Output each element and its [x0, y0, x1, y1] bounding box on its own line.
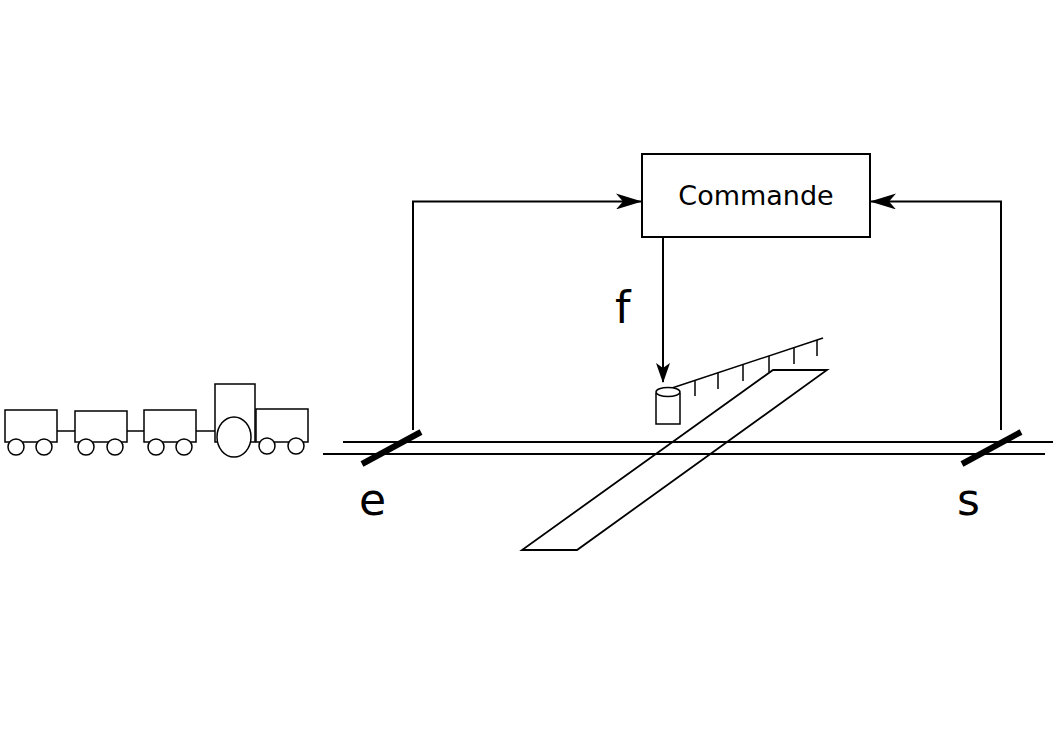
- sensor-marks: [362, 432, 1021, 464]
- signal-name: f: [615, 286, 631, 330]
- control-box: Commande: [641, 153, 871, 238]
- barrier: [656, 338, 823, 424]
- box-title: Commande: [678, 180, 833, 211]
- signal-wire: [413, 201, 641, 430]
- sensor-label: e: [359, 478, 386, 522]
- train: [5, 384, 308, 457]
- sensor: s: [955, 430, 1025, 525]
- road: [522, 370, 827, 550]
- sensor: e: [355, 430, 425, 525]
- rails: [323, 442, 1053, 454]
- signal-wire: [871, 201, 1001, 430]
- command-arrow: [662, 237, 664, 382]
- sensor-label: s: [957, 478, 980, 522]
